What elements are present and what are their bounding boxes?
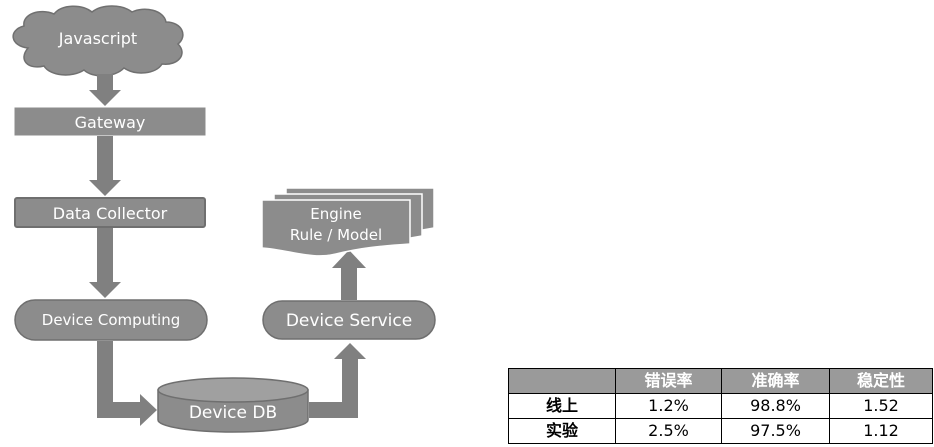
- device-computing-label: Device Computing: [42, 311, 180, 329]
- row-label: 实验: [508, 418, 616, 444]
- table-header-row: 错误率 准确率 稳定性: [508, 368, 933, 394]
- table-row: 实验 2.5% 97.5% 1.12: [508, 418, 933, 444]
- data-collector-node: Data Collector: [14, 197, 206, 228]
- arrow-down-icon: [89, 74, 121, 106]
- device-db-label: Device DB: [189, 403, 277, 423]
- column-header-accuracy: 准确率: [721, 368, 830, 394]
- arrow-down-icon: [89, 228, 121, 298]
- arrow-up-icon: [309, 343, 366, 418]
- rule-model-label: Rule / Model: [290, 226, 382, 244]
- javascript-label: Javascript: [58, 29, 137, 48]
- metrics-table: 错误率 准确率 稳定性 线上 1.2% 98.8% 1.52 实验 2.5% 9…: [508, 368, 933, 444]
- gateway-label: Gateway: [75, 113, 146, 132]
- column-header-error-rate: 错误率: [615, 368, 722, 394]
- error-rate-cell: 2.5%: [615, 418, 722, 444]
- gateway-node: Gateway: [14, 107, 206, 136]
- column-header-stability: 稳定性: [829, 368, 933, 394]
- data-collector-label: Data Collector: [53, 204, 168, 223]
- arrow-right-icon: [97, 341, 157, 426]
- arrow-up-icon: [332, 250, 366, 300]
- engine-document-stack: Engine Rule / Model: [261, 187, 435, 257]
- device-service-label: Device Service: [286, 311, 412, 331]
- arrow-down-icon: [89, 136, 121, 196]
- javascript-cloud: Javascript: [12, 5, 184, 77]
- device-db-node: Device DB: [157, 377, 309, 433]
- engine-label: Engine: [310, 205, 361, 223]
- device-computing-node: Device Computing: [14, 299, 208, 341]
- accuracy-cell: 98.8%: [721, 393, 830, 419]
- stability-cell: 1.52: [829, 393, 933, 419]
- row-label: 线上: [508, 393, 616, 419]
- device-service-node: Device Service: [262, 300, 436, 340]
- stability-cell: 1.12: [829, 418, 933, 444]
- table-row: 线上 1.2% 98.8% 1.52: [508, 393, 933, 419]
- error-rate-cell: 1.2%: [615, 393, 722, 419]
- column-header: [508, 368, 616, 394]
- accuracy-cell: 97.5%: [721, 418, 830, 444]
